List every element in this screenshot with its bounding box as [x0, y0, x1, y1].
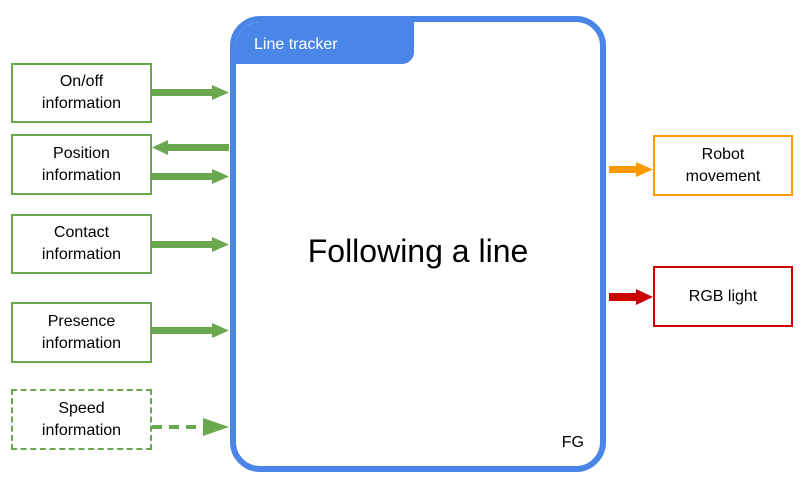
block-title: Following a line: [307, 233, 529, 269]
input-position: Position information: [11, 134, 152, 195]
input-speed-label: Speed information: [41, 399, 122, 439]
output-rgb-light-label: RGB light: [688, 287, 758, 305]
input-presence: Presence information: [11, 302, 152, 363]
input-onoff-label: On/off information: [41, 73, 122, 112]
block-tab: Line tracker: [236, 22, 414, 64]
position-feedback-arrow: [152, 140, 229, 155]
contact-arrow: [152, 237, 229, 252]
onoff-arrow: [152, 85, 229, 100]
rgb-light-arrow: [609, 289, 653, 305]
block-tag: FG: [561, 434, 584, 451]
output-robot-movement-label: Robot movement: [685, 145, 761, 185]
line-tracker-block: Line tracker Following a line FG: [230, 16, 606, 472]
input-presence-label: Presence information: [41, 312, 122, 352]
input-onoff: On/off information: [11, 63, 152, 123]
input-contact-label: Contact information: [41, 224, 122, 263]
output-rgb-light: RGB light: [653, 266, 793, 327]
position-arrow: [152, 169, 229, 184]
input-contact: Contact information: [11, 214, 152, 274]
robot-movement-arrow: [609, 162, 653, 177]
presence-arrow: [152, 323, 229, 338]
output-robot-movement: Robot movement: [653, 135, 793, 196]
speed-arrow: [152, 418, 229, 436]
input-position-label: Position information: [41, 144, 122, 184]
input-speed: Speed information: [11, 389, 152, 450]
